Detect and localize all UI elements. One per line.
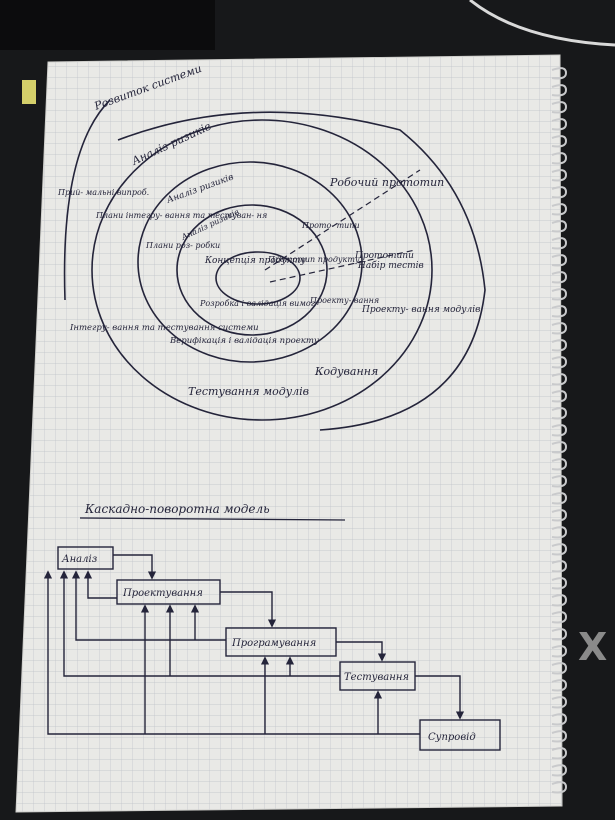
binding-ring xyxy=(551,186,568,199)
binding-ring xyxy=(551,475,568,488)
box-programming: Програмування xyxy=(231,638,316,649)
detailed-design: Проекту- вання модулів xyxy=(361,305,480,315)
background-logo: X xyxy=(578,625,607,669)
spiral-binding xyxy=(551,67,568,794)
binding-ring xyxy=(551,135,568,148)
prototype-3: Прототипи xyxy=(354,251,414,261)
binding-ring xyxy=(551,118,568,131)
requirements-validation: Розробка і валідація вимог xyxy=(199,299,315,308)
binding-ring xyxy=(551,305,568,318)
binding-ring xyxy=(551,679,568,692)
binding-ring xyxy=(551,560,568,573)
binding-ring xyxy=(551,696,568,709)
prototype-2: Прото- типи xyxy=(301,221,360,230)
binding-ring xyxy=(551,390,568,403)
product-design: Проекту- вання xyxy=(309,296,379,305)
binding-ring xyxy=(551,271,568,284)
box-analysis: Аналіз xyxy=(61,554,97,565)
binding-ring xyxy=(551,662,568,675)
binding-ring xyxy=(551,781,568,794)
integration-testing: Інтегру- вання та тестування системи xyxy=(69,323,259,333)
binding-ring xyxy=(551,373,568,386)
box-testing: Тестування xyxy=(344,672,409,683)
cascade-model-diagram: Каскадно-поворотна модель xyxy=(43,502,501,751)
binding-ring xyxy=(551,67,568,80)
test-set: Набір тестів xyxy=(357,260,424,271)
cable xyxy=(469,0,615,47)
module-testing: Тестування модулів xyxy=(188,385,309,398)
binding-ring xyxy=(551,441,568,454)
binding-ring xyxy=(551,101,568,114)
binding-ring xyxy=(551,594,568,607)
yellow-marker xyxy=(22,80,36,104)
acceptance-tests: Прий- мальні випроб. xyxy=(57,188,149,197)
binding-ring xyxy=(551,203,568,216)
binding-ring xyxy=(551,713,568,726)
concept-label: Концепція продукту xyxy=(204,256,307,266)
binding-ring xyxy=(551,458,568,471)
binding-ring xyxy=(551,152,568,165)
binding-ring xyxy=(551,645,568,658)
notebook-page xyxy=(15,54,563,813)
binding-ring xyxy=(551,169,568,182)
cascade-title: Каскадно-поворотна модель xyxy=(84,502,270,516)
binding-ring xyxy=(551,764,568,777)
binding-ring xyxy=(551,322,568,335)
binding-ring xyxy=(551,237,568,250)
integration-test-plans: Плани інтегру- вання та тестуван- ня xyxy=(95,211,267,220)
development-plans: Плани роз- робки xyxy=(145,241,220,250)
binding-ring xyxy=(551,543,568,556)
binding-ring xyxy=(551,84,568,97)
binding-ring xyxy=(551,747,568,760)
binding-ring xyxy=(551,407,568,420)
binding-ring xyxy=(551,492,568,505)
binding-ring xyxy=(551,424,568,437)
spiral-model-diagram xyxy=(63,99,486,431)
verification-validation: Верифікація і валідація проекту xyxy=(169,336,319,346)
binding-ring xyxy=(551,509,568,522)
box-support: Супровід xyxy=(428,732,476,743)
binding-ring xyxy=(551,577,568,590)
binding-ring xyxy=(551,730,568,743)
binding-ring xyxy=(551,288,568,301)
box-design: Проектування xyxy=(122,588,203,599)
binding-ring xyxy=(551,356,568,369)
binding-ring xyxy=(551,220,568,233)
coding-label: Кодування xyxy=(314,365,378,378)
binding-ring xyxy=(551,526,568,539)
binding-ring xyxy=(551,254,568,267)
binding-ring xyxy=(551,611,568,624)
binding-ring xyxy=(551,339,568,352)
prototype-product: Прототип продукту xyxy=(267,255,360,264)
dark-object xyxy=(0,0,215,50)
working-prototype: Робочий прототип xyxy=(329,176,444,189)
binding-ring xyxy=(551,628,568,641)
